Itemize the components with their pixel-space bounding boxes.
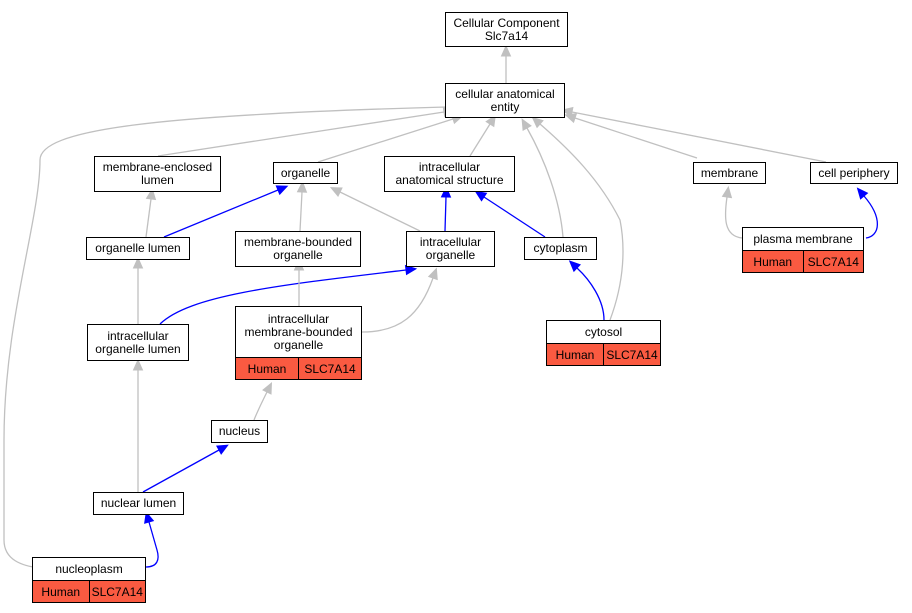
edge-cytosol-to-cae — [539, 123, 624, 321]
node-cellular-anatomical-entity[interactable]: cellular anatomical entity — [445, 83, 565, 118]
node-label: nucleus — [218, 424, 261, 438]
node-label: cellular anatomical entity — [455, 86, 555, 114]
arrowhead — [721, 185, 733, 199]
annotation-species: Human — [547, 344, 603, 365]
edge-org-to-cae — [317, 118, 454, 163]
node-plasma-membrane[interactable]: plasma membrane Human SLC7A14 — [742, 227, 864, 273]
node-cytoplasm[interactable]: cytoplasm — [524, 237, 597, 260]
node-membrane-bounded-organelle[interactable]: membrane-bounded organelle — [235, 231, 361, 267]
edge-ias-to-cae — [469, 123, 491, 157]
node-intracellular-organelle[interactable]: intracellular organelle — [406, 231, 495, 267]
edge-ol-to-org — [163, 189, 279, 238]
arrowhead — [568, 260, 581, 273]
node-nucleoplasm[interactable]: nucleoplasm Human SLC7A14 — [32, 557, 146, 603]
annotation-species: Human — [33, 581, 89, 602]
arrowhead — [427, 267, 438, 281]
annotation-gene[interactable]: SLC7A14 — [88, 581, 145, 602]
edge-mem-to-cae — [574, 117, 698, 159]
annotation-gene[interactable]: SLC7A14 — [603, 344, 660, 365]
node-intracellular-membrane-bounded-organelle[interactable]: intracellular membrane-bounded organelle… — [235, 306, 362, 380]
arrowhead — [531, 116, 544, 129]
edge-pm-to-mem — [724, 196, 743, 239]
arrowhead — [474, 190, 488, 202]
node-intracellular-organelle-lumen[interactable]: intracellular organelle lumen — [87, 324, 189, 361]
edge-io-to-ias — [444, 196, 447, 232]
edge-mel-to-cae — [157, 111, 445, 157]
node-label: membrane-bounded organelle — [243, 235, 353, 262]
arrowhead — [216, 444, 229, 455]
annotation-species: Human — [743, 251, 803, 272]
node-label: cytosol — [584, 324, 623, 339]
arrowhead — [329, 187, 343, 197]
annotation-gene[interactable]: SLC7A14 — [802, 251, 863, 272]
arrowhead — [144, 511, 155, 524]
edge-cyto-to-cae — [526, 127, 564, 238]
arrowhead — [132, 256, 144, 269]
node-cell-periphery[interactable]: cell periphery — [810, 162, 898, 184]
edge-cyto-to-ias — [483, 196, 546, 238]
node-label: organelle lumen — [95, 241, 181, 255]
edge-np-to-nl — [145, 521, 159, 568]
node-cytosol[interactable]: cytosol Human SLC7A14 — [546, 320, 661, 366]
node-label: intracellular membrane-bounded organelle — [244, 311, 353, 352]
node-label: membrane — [700, 165, 759, 180]
annotation-row: Human SLC7A14 — [743, 250, 863, 272]
node-organelle[interactable]: organelle — [273, 162, 338, 184]
arrowhead — [132, 358, 144, 371]
arrowhead — [521, 118, 532, 132]
annotation-row: Human SLC7A14 — [236, 357, 361, 379]
annotation-gene[interactable]: SLC7A14 — [298, 358, 361, 379]
edge-pm-to-cp — [863, 195, 879, 239]
arrowhead — [296, 180, 308, 193]
edge-cp-to-cae — [571, 111, 827, 163]
arrowhead — [485, 114, 496, 128]
node-label: Cellular Component Slc7a14 — [453, 15, 560, 43]
arrowhead — [500, 44, 512, 57]
node-label: intracellular organelle — [419, 235, 482, 262]
arrowhead — [856, 187, 869, 200]
node-label: cytoplasm — [533, 241, 588, 255]
edge-mbo-to-org — [299, 191, 303, 232]
arrowhead — [262, 381, 273, 395]
node-label: nucleoplasm — [55, 561, 123, 576]
node-label: nuclear lumen — [100, 496, 177, 510]
annotation-row: Human SLC7A14 — [547, 343, 660, 365]
node-nucleus[interactable]: nucleus — [211, 420, 268, 443]
edge-np-to-cae — [3, 106, 447, 569]
edge-nuc-to-imbo — [253, 391, 268, 421]
node-label: membrane-enclosed lumen — [102, 160, 213, 187]
node-nuclear-lumen[interactable]: nuclear lumen — [93, 492, 184, 515]
edge-ol-to-mel — [145, 198, 152, 238]
node-label: plasma membrane — [753, 231, 853, 246]
annotation-species: Human — [236, 358, 298, 379]
edge-io-to-org — [339, 191, 421, 232]
edge-imbo-to-io — [361, 277, 434, 333]
node-membrane[interactable]: membrane — [693, 162, 766, 184]
node-cellular-component[interactable]: Cellular Component Slc7a14 — [445, 12, 568, 47]
node-intracellular-anatomical-structure[interactable]: intracellular anatomical structure — [384, 156, 515, 192]
arrowhead — [404, 264, 418, 276]
node-label: intracellular organelle lumen — [95, 328, 181, 356]
node-organelle-lumen[interactable]: organelle lumen — [86, 237, 190, 260]
edge-cytosol-to-cyto — [576, 267, 605, 321]
node-label: intracellular anatomical structure — [395, 160, 504, 187]
node-label: organelle — [280, 165, 331, 180]
edge-nl-to-nuc — [142, 449, 220, 493]
arrowhead — [275, 185, 289, 196]
arrowhead — [145, 187, 157, 201]
node-label: cell periphery — [818, 165, 890, 180]
edge-iol-to-io — [159, 269, 407, 325]
node-membrane-enclosed-lumen[interactable]: membrane-enclosed lumen — [94, 156, 221, 192]
annotation-row: Human SLC7A14 — [33, 580, 145, 602]
